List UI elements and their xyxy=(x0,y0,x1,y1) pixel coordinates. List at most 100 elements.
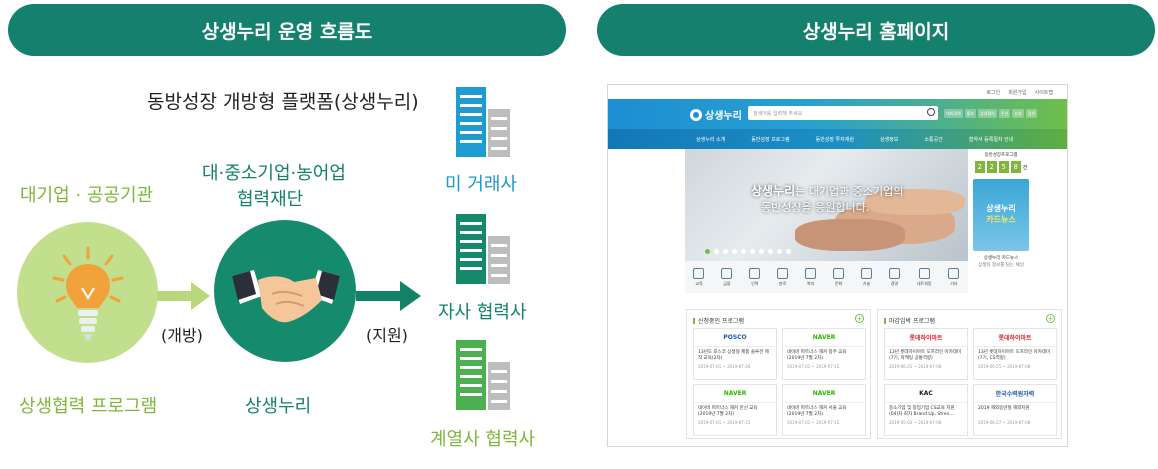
panel-title: 마감임박 프로그램 xyxy=(884,316,935,325)
hero-line1: 는 대기업과 중소기업의 xyxy=(795,185,904,198)
panel-title: 신청중인 프로그램 xyxy=(693,316,744,325)
closing-programs-panel: 마감임박 프로그램 + 롯데하이마트 13년 롯데하이마트 도프라인 아카데미(… xyxy=(877,309,1062,439)
brand-logo: NAVER xyxy=(783,385,865,403)
nav-item[interactable]: 상생정보 xyxy=(879,136,899,143)
lightbulb-icon xyxy=(52,246,124,340)
center-title-line2: 협력재단 xyxy=(237,189,304,210)
program-title: 중소기업 및 창업기업 CS교육 지원 (04)차 회차 Brand Up, S… xyxy=(889,406,955,417)
more-icon[interactable]: + xyxy=(1046,314,1055,323)
quick-links: 대외협력 홍보 상생협력 주선 상생 검색 xyxy=(944,109,1037,118)
site-logo[interactable]: 상생누리 xyxy=(690,107,742,122)
education-icon xyxy=(693,267,705,279)
quick-link[interactable]: 대외협력 xyxy=(944,109,963,118)
program-date: 2019-07-01 ~ 2019-07-15 xyxy=(698,420,751,425)
carousel-dots[interactable] xyxy=(705,249,791,254)
card-caption-sub: 상생의 정보를 담는 채널 xyxy=(978,263,1024,268)
welfare-icon xyxy=(805,267,817,279)
category-item[interactable]: 기타 xyxy=(948,267,960,287)
brand-logo: 롯데하이마트 xyxy=(885,329,967,347)
program-title: 13년 롯데하이마트 도프라인 아카데미(7기, CS역량) xyxy=(978,350,1051,361)
program-title: 13년 롯데하이마트 도프라인 아카데미(7기, 마케팅 공통역량) xyxy=(889,350,962,361)
quick-link[interactable]: 상생협력 xyxy=(978,109,997,118)
counter-digit: 8 xyxy=(1010,161,1021,173)
building-icon xyxy=(456,214,510,284)
left-group-title: 대기업 · 공공기관 xyxy=(20,185,154,206)
target-label-3: 계열사 협력사 xyxy=(430,429,536,450)
search-placeholder: 검색어를 입력해 주세요 xyxy=(753,111,803,117)
market-icon xyxy=(777,267,789,279)
quick-link[interactable]: 주선 xyxy=(998,109,1011,118)
quick-link[interactable]: 상생 xyxy=(1012,109,1024,118)
search-input[interactable]: 검색어를 입력해 주세요 xyxy=(748,106,938,120)
handshake-icon xyxy=(232,270,340,323)
brand-logo: NAVER xyxy=(694,385,776,403)
category-item[interactable]: 판로 xyxy=(777,267,789,287)
search-icon[interactable] xyxy=(927,108,935,116)
homepage-header: 상생누리 홈페이지 xyxy=(597,4,1155,56)
more-icon[interactable]: + xyxy=(855,314,864,323)
nav-item[interactable]: 협약서 등록절차 안내 xyxy=(968,136,1014,143)
nav-item[interactable]: 소통공간 xyxy=(924,136,943,143)
logo-icon xyxy=(690,108,702,121)
logo-text: 상생누리 xyxy=(705,111,742,122)
support-arrow xyxy=(356,281,421,311)
program-title: 네이버 파트너스 해커 빈선 교육 (2019년 7월 2차) xyxy=(698,406,758,417)
program-date: 2019-07-01 ~ 2019-07-15 xyxy=(787,420,840,425)
tools-icon xyxy=(860,267,872,279)
quick-link[interactable]: 검색 xyxy=(1025,109,1037,118)
program-date: 2019-07-01 ~ 2019-07-26 xyxy=(698,364,751,369)
brand-logo: NAVER xyxy=(783,329,865,347)
category-item[interactable]: 기술 xyxy=(860,267,872,287)
category-item[interactable]: 교육 xyxy=(693,267,705,287)
category-item[interactable]: 네트워킹 xyxy=(917,267,932,287)
nav-item[interactable]: 동반성장 투자재원 xyxy=(815,136,854,143)
hero-banner[interactable]: 상생누리는 대기업과 중소기업의 동반성장을 응원합니다. xyxy=(685,149,968,261)
program-date: 2019-05-02 ~ 2019-07-08 xyxy=(889,420,942,425)
program-date: 2019-06-25 ~ 2019-07-08 xyxy=(889,364,942,369)
program-card[interactable]: 롯데하이마트 13년 롯데하이마트 도프라인 아카데미(7기, CS역량) 20… xyxy=(973,328,1057,380)
program-card[interactable]: 롯데하이마트 13년 롯데하이마트 도프라인 아카데미(7기, 마케팅 공통역량… xyxy=(884,328,968,380)
login-link[interactable]: 로그인 xyxy=(986,89,1001,96)
open-label: (개방) xyxy=(161,326,203,345)
category-item[interactable]: 금융 xyxy=(721,267,733,287)
hero-brand: 상생누리 xyxy=(751,184,796,198)
category-item[interactable]: 인력 xyxy=(749,267,761,287)
program-counter: 2 2 5 8 건 xyxy=(970,161,1032,173)
flow-header: 상생누리 운영 흐름도 xyxy=(8,4,566,56)
program-date: 2019-06-27 ~ 2019-07-08 xyxy=(978,420,1031,425)
counter-digit: 2 xyxy=(974,161,985,173)
nav-item[interactable]: 동반성장 프로그램 xyxy=(751,136,790,143)
management-icon xyxy=(888,267,900,279)
hands-image xyxy=(795,219,905,251)
program-title: 네이버 파트너스 해커 창주 교육 (2019년 7월 2차) xyxy=(787,350,847,361)
program-card[interactable]: NAVER 네이버 파트너스 해커 창주 교육 (2019년 7월 2차) 20… xyxy=(782,328,866,380)
open-programs-panel: 신청중인 프로그램 + POSCO 13년도 포스코 상생형 제품 솔루션 제작… xyxy=(686,309,871,439)
target-label-2: 자사 협력사 xyxy=(438,302,527,323)
center-caption: 상생누리 xyxy=(245,396,312,417)
site-header: 상생누리 검색어를 입력해 주세요 대외협력 홍보 상생협력 주선 상생 검색 xyxy=(608,99,1067,129)
program-card[interactable]: NAVER 네이버 파트너스 해커 빈선 교육 (2019년 7월 2차) 20… xyxy=(693,384,777,436)
category-item[interactable]: 문화 xyxy=(833,267,845,287)
category-item[interactable]: 경영 xyxy=(888,267,900,287)
program-card[interactable]: 한국수력원자력 2019 해외동반철 해외지원 2019-06-27 ~ 201… xyxy=(973,384,1057,436)
hands-image xyxy=(865,189,965,215)
culture-icon xyxy=(833,267,845,279)
counter-digit: 5 xyxy=(998,161,1009,173)
counter-digit: 2 xyxy=(986,161,997,173)
signup-link[interactable]: 회원가입 xyxy=(1008,89,1027,96)
program-card[interactable]: NAVER 네이버 파트너스 해커 서울 교육 (2019년 7월 2차) 20… xyxy=(782,384,866,436)
program-card[interactable]: KAC 중소기업 및 창업기업 CS교육 지원 (04)차 회차 Brand U… xyxy=(884,384,968,436)
counter-suffix: 건 xyxy=(1022,164,1028,171)
program-card[interactable]: POSCO 13년도 포스코 상생형 제품 솔루션 제작 교육(2차) 2019… xyxy=(693,328,777,380)
hero-line2: 동반성장을 응원합니다. xyxy=(761,201,870,214)
center-title-line1: 대·중소기업·농어업 xyxy=(202,163,346,184)
network-icon xyxy=(918,267,930,279)
category-item[interactable]: 복지 xyxy=(805,267,817,287)
nav-item[interactable]: 상생누리 소개 xyxy=(696,136,726,143)
finance-icon xyxy=(721,267,733,279)
quick-link[interactable]: 홍보 xyxy=(964,109,977,118)
sitemap-link[interactable]: 사이트맵 xyxy=(1034,89,1053,96)
homepage-screenshot: 로그인 회원가입 사이트맵 상생누리 검색어를 입력해 주세요 대외협력 홍보 … xyxy=(607,84,1068,447)
